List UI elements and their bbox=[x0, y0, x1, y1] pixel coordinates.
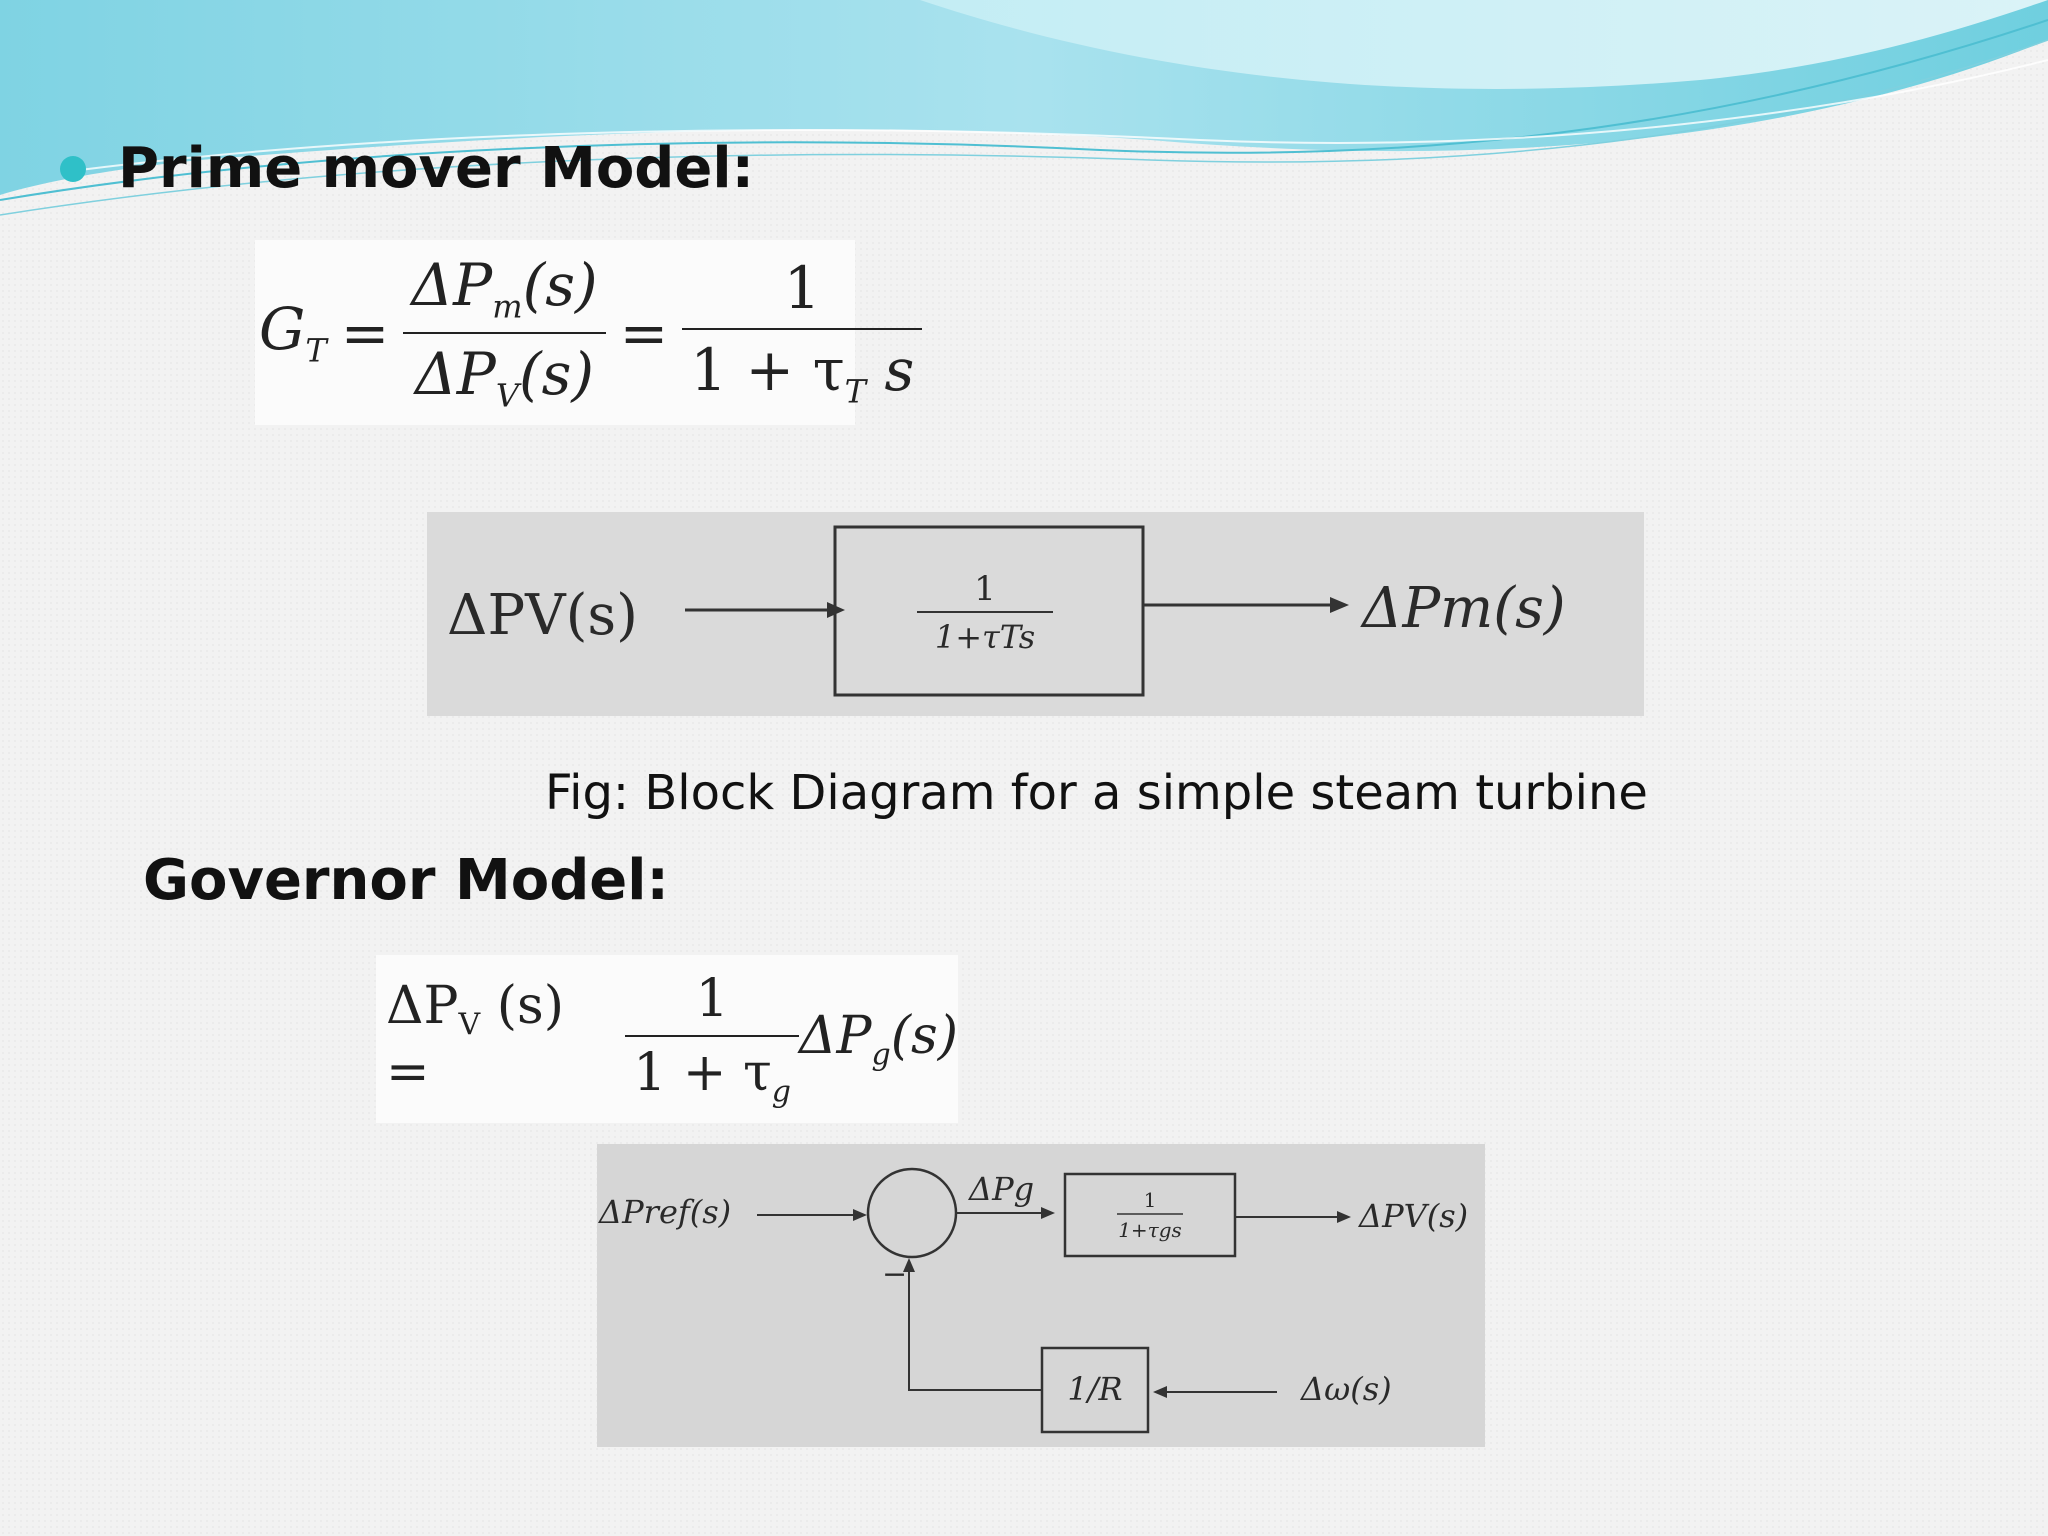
droop-block-label: 1/R bbox=[1067, 1370, 1122, 1408]
prime-mover-heading: Prime mover Model: bbox=[118, 136, 754, 201]
governor-block-denominator: 1+τgs bbox=[1118, 1218, 1182, 1242]
turbine-input-label: ΔPV(s) bbox=[447, 583, 638, 648]
turbine-block-numerator: 1 bbox=[974, 569, 996, 609]
turbine-transfer-block bbox=[833, 525, 1145, 697]
governor-output-label: ΔPV(s) bbox=[1357, 1197, 1468, 1235]
governor-sum-output-label: ΔPg bbox=[967, 1170, 1034, 1208]
figure-caption: Fig: Block Diagram for a simple steam tu… bbox=[545, 765, 1648, 821]
governor-input-label: ΔPref(s) bbox=[597, 1193, 731, 1231]
governor-block-numerator: 1 bbox=[1144, 1188, 1157, 1212]
turbine-output-label: ΔPm(s) bbox=[1360, 576, 1566, 641]
governor-block-diagram: ΔPref(s) − ΔPg 1 1+τgs ΔPV(s) 1/R Δω(s) bbox=[597, 1144, 1485, 1447]
prime-mover-equation: GT = ΔPm(s) ΔPV(s) = 1 1 + τT s bbox=[255, 240, 923, 425]
header-wave-decoration bbox=[0, 0, 2048, 216]
governor-equation: ΔPV (s) = 1 1 + τg ΔPg(s) bbox=[376, 955, 958, 1123]
governor-heading: Governor Model: bbox=[143, 848, 669, 913]
turbine-block-denominator: 1+τTs bbox=[935, 618, 1035, 656]
frequency-deviation-label: Δω(s) bbox=[1299, 1370, 1392, 1408]
steam-turbine-block-diagram: ΔPV(s) 1 1+τTs ΔPm(s) bbox=[427, 512, 1644, 716]
bullet-icon bbox=[60, 156, 86, 182]
governor-transfer-block bbox=[1063, 1172, 1237, 1258]
summing-minus-sign: − bbox=[882, 1257, 907, 1292]
